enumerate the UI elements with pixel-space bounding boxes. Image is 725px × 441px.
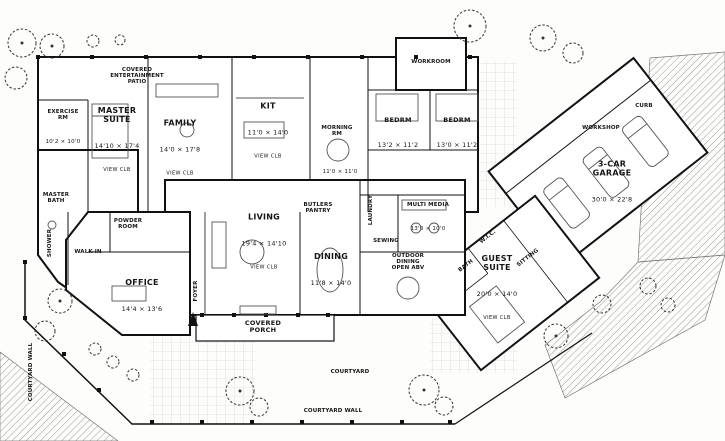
morning-table-icon	[326, 138, 350, 162]
tree-centers	[20, 24, 558, 393]
bed-icon	[435, 93, 479, 122]
furniture	[47, 83, 479, 315]
dining-table-icon	[316, 247, 344, 293]
living-table-icon	[239, 239, 265, 265]
master-bed-icon	[91, 103, 129, 159]
entry-arrow-icon	[188, 312, 198, 326]
paved-areas	[150, 59, 518, 425]
car-icon	[543, 115, 669, 229]
guest-bed-icon	[468, 285, 526, 344]
media-screen-icon	[401, 199, 447, 211]
trees	[4, 9, 676, 417]
fixture-icon	[47, 220, 57, 230]
kitchen-island-icon	[243, 121, 285, 139]
interior-walls	[38, 57, 478, 315]
main-house-walls	[37, 37, 479, 342]
bed-icon	[375, 93, 419, 122]
fireplace-icon	[239, 305, 277, 315]
outdoor-table-icon	[396, 276, 420, 300]
courtyard-walls	[24, 262, 593, 425]
office-desk-icon	[111, 285, 147, 302]
columns	[23, 55, 472, 424]
sofa-icon	[211, 221, 227, 269]
family-sofa-icon	[155, 83, 219, 98]
